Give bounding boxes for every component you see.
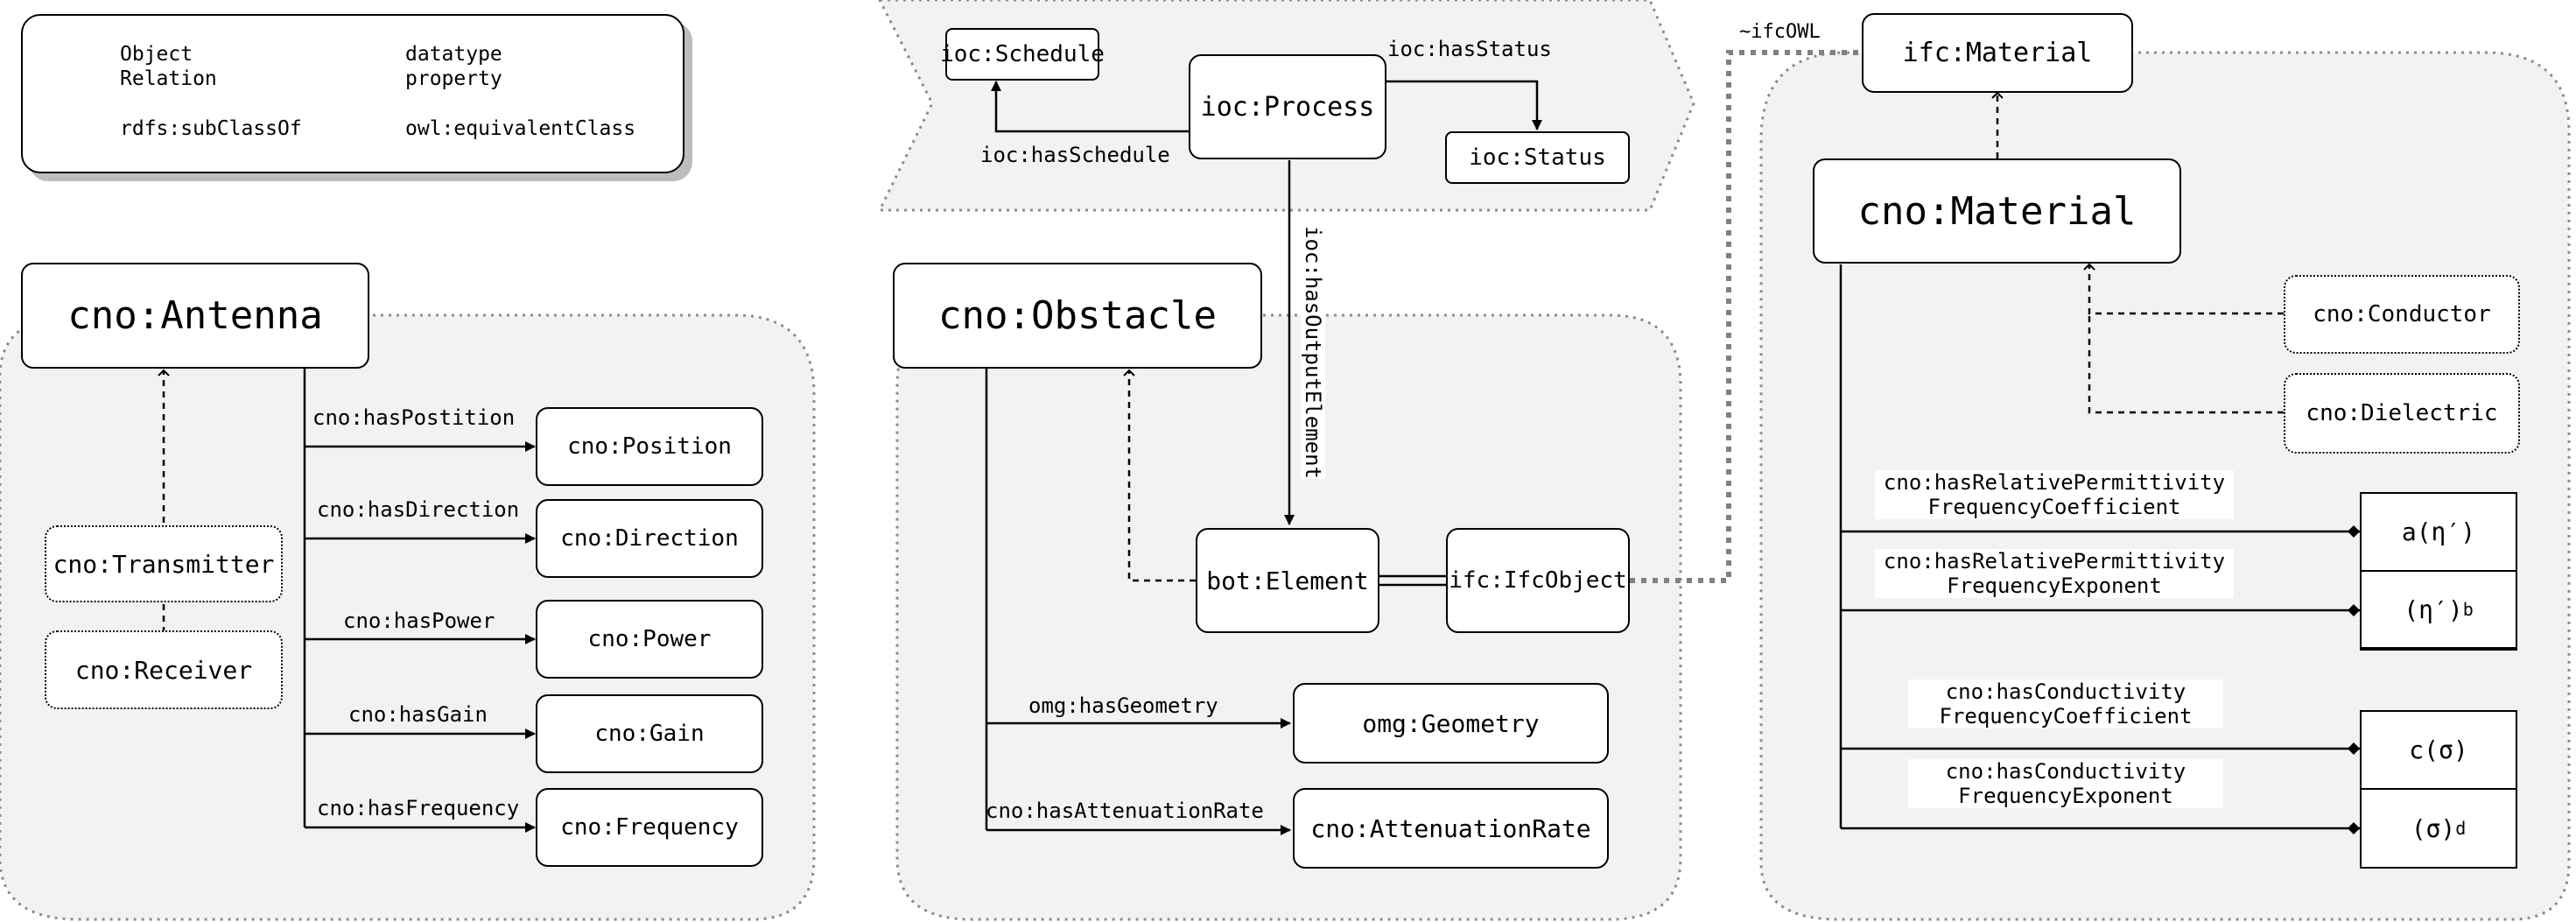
legend-object-relation: Object Relation: [120, 43, 217, 90]
value-eta-b-sup: b: [2462, 599, 2474, 620]
cno-position-node[interactable]: cno:Position: [536, 407, 763, 486]
cno-dielectric-node[interactable]: cno:Dielectric: [2284, 373, 2520, 454]
ifc-material-node[interactable]: ifc:Material: [1862, 13, 2133, 93]
cno-conductor-node[interactable]: cno:Conductor: [2284, 275, 2520, 354]
cno-direction-node[interactable]: cno:Direction: [536, 499, 763, 578]
edge-label-cond-coeff: cno:hasConductivity FrequencyCoefficient: [1908, 679, 2223, 728]
legend-equivalent-class: owl:equivalentClass: [405, 117, 636, 140]
edge-label-has-output-element: ioc:hasOutputElement: [1301, 226, 1325, 479]
edge-label-has-power: cno:hasPower: [343, 609, 495, 633]
edge-label-has-direction: cno:hasDirection: [317, 497, 520, 522]
value-sigma-d-node[interactable]: (σ)d: [2360, 788, 2517, 869]
edge-label-cond-exp: cno:hasConductivity FrequencyExponent: [1908, 759, 2223, 808]
bot-element-node[interactable]: bot:Element: [1196, 528, 1379, 633]
value-a-eta-node[interactable]: a(η′): [2360, 492, 2517, 572]
cno-receiver-node[interactable]: cno:Receiver: [45, 630, 283, 709]
cno-obstacle-node[interactable]: cno:Obstacle: [893, 263, 1262, 369]
cno-power-node[interactable]: cno:Power: [536, 600, 763, 679]
ifc-ifcobject-node[interactable]: ifc:IfcObject: [1446, 528, 1630, 633]
edge-label-cond-exp-line1: cno:hasConductivity: [1945, 759, 2186, 784]
edge-label-rel-perm-exp: cno:hasRelativePermittivity FrequencyExp…: [1875, 549, 2234, 598]
edge-label-cond-exp-line2: FrequencyExponent: [1958, 784, 2173, 808]
edge-label-has-schedule: ioc:hasSchedule: [980, 143, 1170, 167]
cno-frequency-node[interactable]: cno:Frequency: [536, 788, 763, 867]
edge-label-has-geometry: omg:hasGeometry: [1028, 693, 1218, 718]
legend-datatype-property: datatype property: [405, 43, 502, 90]
ioc-process-node[interactable]: ioc:Process: [1189, 54, 1386, 159]
cno-attenuation-rate-node[interactable]: cno:AttenuationRate: [1293, 788, 1609, 869]
value-sigma-d-sup: d: [2455, 818, 2467, 839]
legend-subclass-of: rdfs:subClassOf: [120, 117, 302, 140]
value-eta-b-base: (η′): [2404, 595, 2463, 624]
ioc-schedule-node[interactable]: ioc:Schedule: [940, 28, 1105, 81]
edge-label-has-position: cno:hasPostition: [312, 405, 516, 430]
legend-box: [21, 14, 684, 173]
ioc-status-node[interactable]: ioc:Status: [1445, 131, 1630, 184]
value-eta-b-node[interactable]: (η′)b: [2360, 570, 2517, 651]
edge-label-rel-perm-exp-line1: cno:hasRelativePermittivity: [1883, 549, 2226, 574]
edge-label-has-frequency: cno:hasFrequency: [317, 796, 520, 820]
edge-label-has-status: ioc:hasStatus: [1387, 37, 1552, 61]
cno-transmitter-node[interactable]: cno:Transmitter: [45, 525, 283, 602]
edge-label-rel-perm-coeff: cno:hasRelativePermittivity FrequencyCoe…: [1875, 470, 2234, 519]
cno-material-node[interactable]: cno:Material: [1813, 158, 2181, 264]
cno-gain-node[interactable]: cno:Gain: [536, 694, 763, 773]
edge-label-cond-coeff-line2: FrequencyCoefficient: [1939, 704, 2193, 728]
cno-antenna-node[interactable]: cno:Antenna: [21, 263, 369, 369]
ifcowl-alignment-label: ~ifcOWL: [1737, 21, 1822, 44]
omg-geometry-node[interactable]: omg:Geometry: [1293, 683, 1609, 764]
edge-label-cond-coeff-line1: cno:hasConductivity: [1945, 679, 2186, 704]
value-c-sigma-node[interactable]: c(σ): [2360, 710, 2517, 790]
value-sigma-d-base: (σ): [2411, 813, 2456, 843]
edge-label-rel-perm-exp-line2: FrequencyExponent: [1947, 574, 2162, 598]
edge-label-rel-perm-coeff-line1: cno:hasRelativePermittivity: [1883, 470, 2226, 495]
edge-label-has-attenuation-rate: cno:hasAttenuationRate: [986, 799, 1264, 823]
edge-label-has-gain: cno:hasGain: [348, 702, 488, 727]
edge-label-rel-perm-coeff-line2: FrequencyCoefficient: [1927, 495, 2181, 519]
